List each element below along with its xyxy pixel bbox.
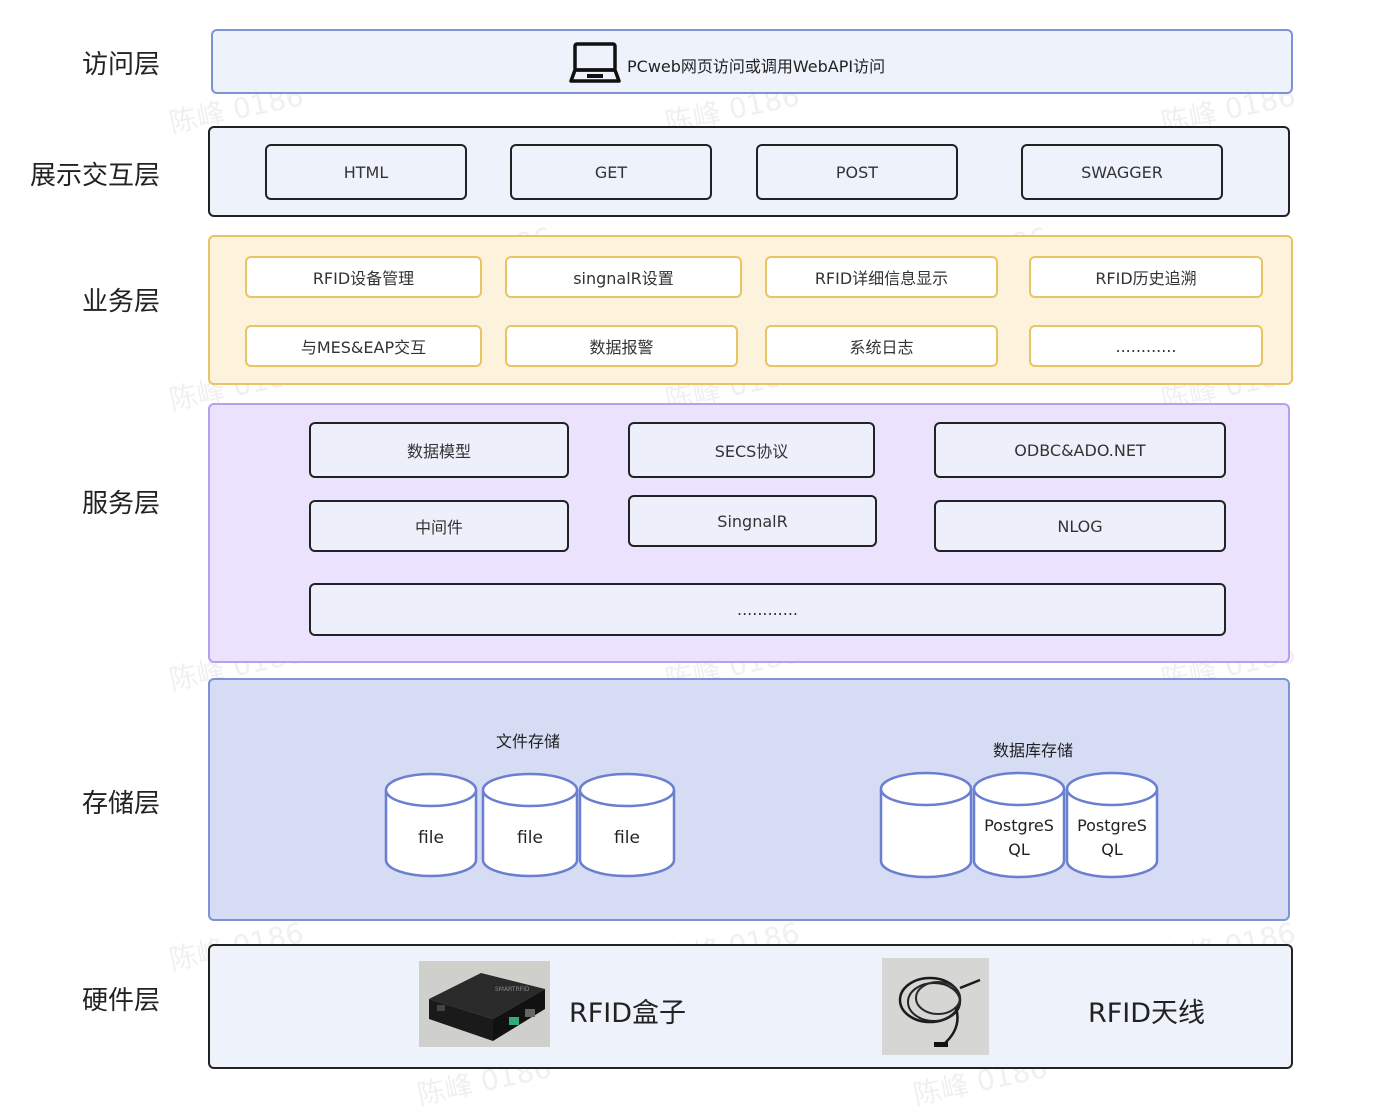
service-item: ODBC&ADO.NET bbox=[934, 422, 1226, 478]
business-item: RFID设备管理 bbox=[245, 256, 482, 298]
db-storage-title: 数据库存储 bbox=[993, 741, 1074, 760]
layer-label-business: 业务层 bbox=[81, 287, 160, 317]
business-item: 与MES&EAP交互 bbox=[245, 325, 482, 367]
db-cylinder: PostgreS QL bbox=[972, 771, 1066, 879]
service-item: SingnalR bbox=[628, 495, 877, 547]
service-item: 数据模型 bbox=[309, 422, 569, 478]
db-cylinder-label: PostgreS QL bbox=[1077, 816, 1147, 859]
svg-text:SMARTRFID: SMARTRFID bbox=[495, 986, 530, 993]
service-item: NLOG bbox=[934, 500, 1226, 552]
file-cylinder-label: file bbox=[517, 828, 543, 848]
rfid-antenna-label: RFID天线 bbox=[1088, 998, 1206, 1029]
service-item: 中间件 bbox=[309, 500, 569, 552]
db-cylinder bbox=[879, 771, 973, 879]
layer-label-service: 服务层 bbox=[81, 489, 160, 519]
business-item-more: ............ bbox=[1029, 325, 1263, 367]
business-item: 数据报警 bbox=[505, 325, 738, 367]
service-item: SECS协议 bbox=[628, 422, 875, 478]
laptop-icon bbox=[569, 41, 621, 89]
presentation-item-swagger: SWAGGER bbox=[1021, 144, 1223, 200]
access-content: PCweb网页访问或调用WebAPI访问 bbox=[569, 41, 885, 89]
presentation-item-post: POST bbox=[756, 144, 958, 200]
file-storage-title: 文件存储 bbox=[496, 732, 561, 751]
file-cylinder-label: file bbox=[614, 828, 640, 848]
business-item: 系统日志 bbox=[765, 325, 998, 367]
service-item-more: ............ bbox=[309, 583, 1226, 636]
file-cylinder: file bbox=[481, 772, 579, 878]
layer-label-storage: 存储层 bbox=[81, 789, 160, 819]
layer-label-hardware: 硬件层 bbox=[81, 986, 160, 1016]
business-item: RFID历史追溯 bbox=[1029, 256, 1263, 298]
layer-label-presentation: 展示交互层 bbox=[29, 161, 160, 191]
hardware-layer-band bbox=[208, 944, 1293, 1069]
layer-label-access: 访问层 bbox=[81, 50, 160, 80]
file-cylinder-label: file bbox=[418, 828, 444, 848]
file-cylinder: file bbox=[384, 772, 478, 878]
db-cylinder-label: PostgreS QL bbox=[984, 816, 1054, 859]
db-cylinder: PostgreS QL bbox=[1065, 771, 1159, 879]
business-item: RFID详细信息显示 bbox=[765, 256, 998, 298]
business-item: singnalR设置 bbox=[505, 256, 742, 298]
access-text: PCweb网页访问或调用WebAPI访问 bbox=[627, 57, 886, 76]
file-cylinder: file bbox=[578, 772, 676, 878]
rfid-box-label: RFID盒子 bbox=[569, 998, 687, 1029]
rfid-antenna-image bbox=[882, 958, 989, 1055]
presentation-item-get: GET bbox=[510, 144, 712, 200]
access-layer-band: PCweb网页访问或调用WebAPI访问 bbox=[211, 29, 1293, 94]
presentation-item-html: HTML bbox=[265, 144, 467, 200]
rfid-box-image: SMARTRFID bbox=[419, 961, 550, 1047]
